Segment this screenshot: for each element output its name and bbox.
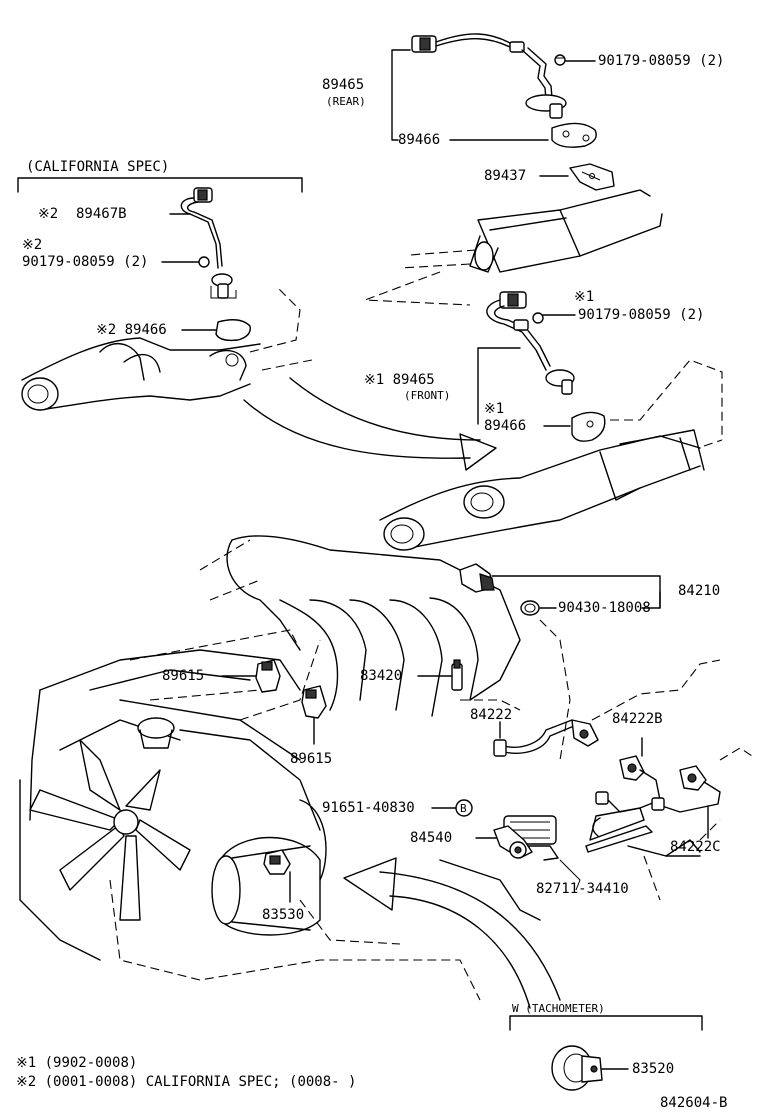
tachometer-label: W (TACHOMETER) <box>512 1002 605 1015</box>
footnote-2: ※2 (0001-0008) CALIFORNIA SPEC; (0008- ) <box>16 1074 357 1090</box>
label-90179-front: 90179-08059 (2) <box>578 307 705 323</box>
label-83420: 83420 <box>360 668 403 684</box>
label-84222c: 84222C <box>670 839 721 855</box>
temp-sensor-a <box>255 659 281 693</box>
california-gasket <box>215 319 251 342</box>
california-nut <box>198 256 210 268</box>
mark-89466-front: ※1 <box>484 401 505 417</box>
heat-insulator <box>569 163 615 191</box>
label-89467b: 89467B <box>76 206 127 222</box>
oil-pan-housing <box>211 836 321 936</box>
label-89466-cal: ※2 89466 <box>96 322 167 338</box>
label-89437: 89437 <box>484 168 527 184</box>
diagram-code: 842604-B <box>660 1095 728 1111</box>
label-89466-front: 89466 <box>484 418 527 434</box>
california-exhaust-pipe <box>21 285 313 411</box>
bolt-mark-b: B <box>460 802 467 815</box>
temp-sensor-b <box>301 685 327 719</box>
oil-pressure-switch <box>459 563 495 593</box>
label-84210: 84210 <box>678 583 721 599</box>
label-90179-cal: 90179-08059 (2) <box>22 254 149 270</box>
label-89615-a: 89615 <box>162 668 205 684</box>
throttle-body-sensor <box>493 815 559 861</box>
knock-sensor-c <box>651 765 721 813</box>
knock-sensor-wire <box>493 719 599 757</box>
cooling-fan <box>29 739 191 921</box>
footnote-1: ※1 (9902-0008) <box>16 1055 138 1071</box>
rear-nut <box>554 54 566 66</box>
label-83520: 83520 <box>632 1061 675 1077</box>
rear-gasket <box>551 122 597 148</box>
label-83530: 83530 <box>262 907 305 923</box>
california-oxygen-sensor <box>180 187 237 299</box>
rear-oxygen-sensor <box>411 33 567 119</box>
mark-90179-front: ※1 <box>574 289 595 305</box>
water-temp-sender <box>451 659 463 691</box>
label-front-note: (FRONT) <box>404 389 451 402</box>
label-84222b: 84222B <box>612 711 663 727</box>
oil-level-sensor <box>263 849 291 875</box>
front-exhaust-pipe <box>379 429 723 551</box>
gasket-ring <box>520 600 540 616</box>
label-89465-rear: 89465 <box>322 77 365 93</box>
engine-outline <box>19 535 571 1001</box>
knock-sensor-b <box>595 755 661 813</box>
california-spec-label: (CALIFORNIA SPEC) <box>26 159 170 175</box>
wire-harness <box>559 807 701 891</box>
flow-arrow-upper <box>243 377 497 471</box>
label-84222: 84222 <box>470 707 513 723</box>
label-90179-rear: 90179-08059 (2) <box>598 53 725 69</box>
label-89615-b: 89615 <box>290 751 333 767</box>
tachometer-sensor <box>551 1045 603 1091</box>
label-84540: 84540 <box>410 830 453 846</box>
label-rear-note: (REAR) <box>326 95 366 108</box>
label-89465-front: ※1 89465 <box>364 372 435 388</box>
front-gasket <box>571 411 606 442</box>
label-89466-rear: 89466 <box>398 132 441 148</box>
label-90430: 90430-18008 <box>558 600 651 616</box>
flow-arrow-lower <box>343 857 561 1009</box>
front-oxygen-sensor <box>486 291 575 395</box>
mark-89467b: ※2 <box>38 206 59 222</box>
front-nut <box>532 312 544 324</box>
upper-catalytic-converter <box>364 189 663 306</box>
label-91651: 91651-40830 <box>322 800 415 816</box>
mark-90179-cal: ※2 <box>22 237 43 253</box>
label-82711: 82711-34410 <box>536 881 629 897</box>
